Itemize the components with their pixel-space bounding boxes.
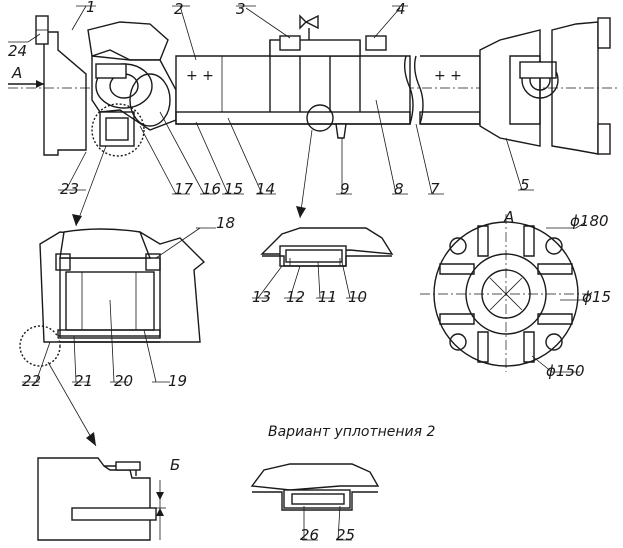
view-a: А ϕ180 ϕ15 ϕ150 — [420, 208, 611, 380]
detail-bearing-cup: 18 19 20 21 22 — [19, 145, 235, 390]
label-17: 17 — [174, 180, 194, 198]
label-8: 8 — [394, 180, 404, 198]
view-b-label: Б — [170, 456, 180, 474]
label-19: 19 — [168, 372, 187, 390]
label-20: 20 — [114, 372, 133, 390]
view-a-label: А — [503, 208, 514, 226]
label-5: 5 — [520, 176, 530, 194]
dim-150: ϕ150 — [546, 362, 585, 380]
label-14: 14 — [256, 180, 275, 198]
label-22: 22 — [22, 372, 41, 390]
left-bearing-cup — [91, 103, 145, 157]
label-26: 26 — [300, 526, 319, 544]
main-assembly-view: А — [8, 14, 618, 157]
left-yoke — [87, 21, 177, 131]
label-11: 11 — [318, 288, 337, 306]
detail-clearance-b: Б — [37, 361, 180, 541]
shaft-tube: + + + + — [175, 14, 481, 139]
arrow-a-label: А — [11, 64, 22, 82]
label-24: 24 — [8, 42, 27, 60]
label-21: 21 — [74, 372, 93, 390]
label-3: 3 — [236, 0, 246, 18]
label-25: 25 — [336, 526, 355, 544]
label-7: 7 — [430, 180, 440, 198]
svg-text:+ +: + + — [434, 68, 462, 84]
label-4: 4 — [396, 0, 406, 18]
label-15: 15 — [224, 180, 243, 198]
label-9: 9 — [340, 180, 350, 198]
seal-variant-caption: Вариант уплотнения 2 — [268, 424, 436, 440]
dim-15: ϕ15 — [582, 288, 611, 306]
label-2: 2 — [174, 0, 184, 18]
dim-180: ϕ180 — [570, 212, 609, 230]
label-16: 16 — [202, 180, 221, 198]
detail-seal: 13 12 11 10 — [252, 129, 394, 306]
label-10: 10 — [348, 288, 367, 306]
right-yoke — [479, 17, 611, 155]
label-18: 18 — [216, 214, 235, 232]
left-flange — [35, 15, 87, 156]
view-arrow-a: А — [8, 64, 44, 88]
label-23: 23 — [60, 180, 79, 198]
label-1: 1 — [86, 0, 96, 16]
detail-seal-variant-2: 26 25 — [250, 463, 380, 544]
label-13: 13 — [252, 288, 271, 306]
label-12: 12 — [286, 288, 305, 306]
main-leaders: 1 24 2 3 4 23 17 16 15 14 9 8 7 — [8, 0, 534, 198]
svg-text:+ +: + + — [186, 68, 214, 84]
